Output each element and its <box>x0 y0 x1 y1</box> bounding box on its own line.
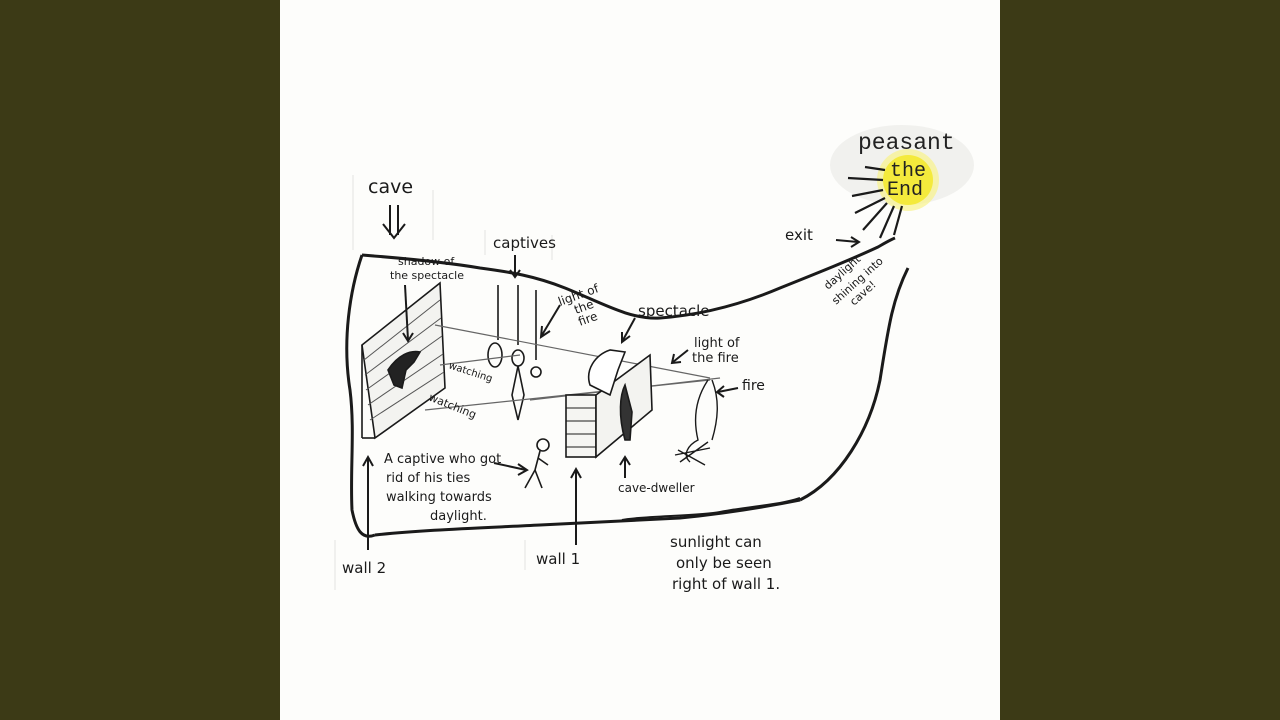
spectacle-label: spectacle <box>638 302 710 320</box>
light-fire-left-line-3: fire <box>576 309 599 329</box>
cave-drawing-paper: cave captives shadow of the spectacle li… <box>280 0 1000 720</box>
exit-label: exit <box>785 226 813 244</box>
walking-captive-figure <box>524 438 550 489</box>
sunlight-line-1: sunlight can <box>670 533 762 551</box>
sunlight-line-3: right of wall 1. <box>672 575 780 593</box>
fire-drawing <box>674 379 718 466</box>
shadow-label-line-1: shadow of <box>398 255 455 268</box>
fire-label: fire <box>742 378 765 394</box>
captives-figures <box>487 285 542 421</box>
light-fire-left-line-2: the <box>572 297 595 317</box>
cave-label: cave <box>368 176 413 198</box>
light-fire-right-line-1: light of <box>694 336 740 351</box>
shadow-label-line-2: the spectacle <box>390 269 464 282</box>
watching-lower-label: watching <box>427 391 478 422</box>
end-label: End <box>887 179 923 202</box>
captive-free-line-4: daylight. <box>430 509 487 524</box>
peasant-label: peasant <box>858 130 955 156</box>
scan-guides <box>334 175 553 590</box>
captives-label: captives <box>493 234 556 252</box>
sun-rays <box>847 165 904 239</box>
wall-1-drawing <box>565 349 653 459</box>
wall-2-label: wall 2 <box>342 559 386 577</box>
sunlight-line-2: only be seen <box>676 554 772 572</box>
right-border-bar <box>1000 0 1280 720</box>
sun <box>830 125 974 211</box>
captive-free-line-1: A captive who got <box>384 452 501 467</box>
cave-outline <box>345 236 910 538</box>
sunlight-bracket <box>621 497 801 521</box>
the-label: the <box>890 160 926 183</box>
light-fire-right-line-2: the fire <box>692 351 739 366</box>
captive-free-line-3: walking towards <box>386 490 492 505</box>
watching-upper-label: watching <box>447 360 494 385</box>
wall-1-label: wall 1 <box>536 550 580 568</box>
left-border-bar <box>0 0 280 720</box>
cave-diagram: cave captives shadow of the spectacle li… <box>334 125 974 593</box>
cave-dweller-label: cave-dweller <box>618 481 695 495</box>
wall-2-drawing <box>361 281 446 440</box>
arrows <box>362 205 861 550</box>
captive-free-line-2: rid of his ties <box>386 471 470 486</box>
